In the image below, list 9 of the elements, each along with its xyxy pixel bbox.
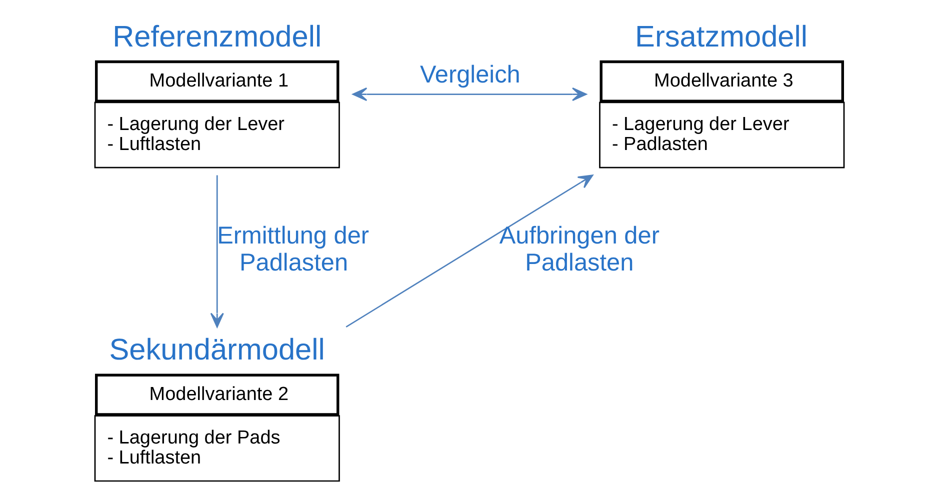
node-label: Referenzmodell [112,20,322,54]
arrow [352,88,586,102]
edge-label: Ermittlung der Padlasten [216,222,369,277]
arrow [345,174,593,328]
edge-label: Aufbringen der Padlasten [498,222,659,277]
node-label: Ersatzmodell [634,20,808,54]
edge-label: Vergleich [419,62,520,89]
arrow [210,175,224,328]
node-label: Sekundärmodell [108,334,324,367]
